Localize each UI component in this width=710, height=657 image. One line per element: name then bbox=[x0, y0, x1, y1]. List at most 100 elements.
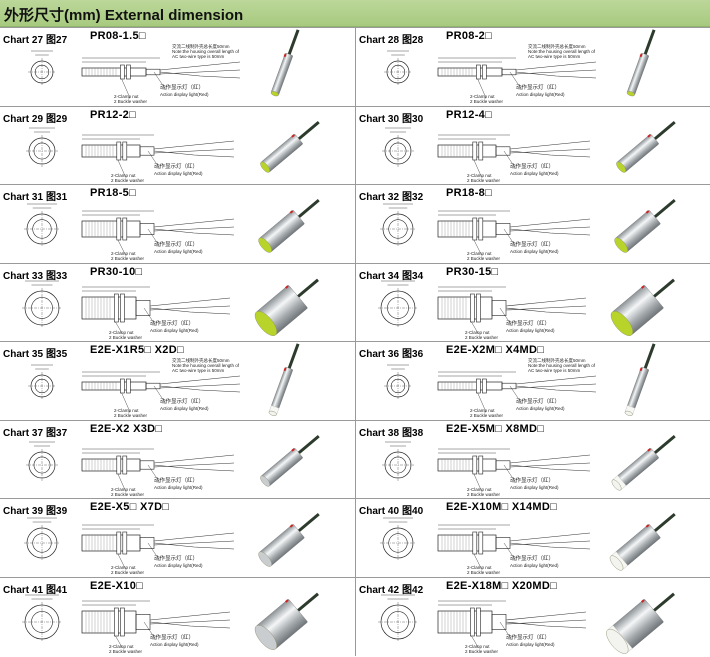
action-light-note-en: Action display light(Red) bbox=[150, 327, 199, 333]
side-view bbox=[81, 134, 235, 177]
model-name: PR12-4□ bbox=[446, 108, 493, 121]
dimension-drawing bbox=[24, 512, 320, 570]
clamp-nut-note: 2-Clamp nut bbox=[111, 172, 136, 178]
model-name: E2E-X2 X3D□ bbox=[90, 422, 163, 435]
sensor-photo bbox=[254, 592, 319, 650]
side-view bbox=[437, 57, 597, 99]
dimension-drawing bbox=[384, 29, 656, 99]
chart-number: Chart 33 bbox=[3, 270, 44, 282]
clamp-nut-note: 2-Clamp nut bbox=[467, 251, 492, 256]
ac-note: 交流二线制外壳总长度50mm Note:the housing overall … bbox=[528, 44, 596, 59]
model-name: E2E-X10M□ X14MD□ bbox=[446, 501, 558, 513]
page-title: 外形尺寸(mm) External dimension bbox=[4, 7, 244, 24]
chart-number: Chart 27 bbox=[3, 35, 44, 46]
front-view bbox=[384, 364, 412, 400]
action-light-note-en: Action display light(Red) bbox=[510, 563, 559, 568]
clamp-nut-note: 2-Clamp nut bbox=[111, 486, 136, 492]
front-view bbox=[26, 441, 58, 481]
model-name: PR30-10□ bbox=[90, 265, 143, 278]
action-light-note-en: Action display light(Red) bbox=[516, 406, 565, 411]
dimension-drawing bbox=[26, 120, 320, 177]
chart-number-cn: 图35 bbox=[46, 349, 68, 360]
chart-number-cn: 图30 bbox=[402, 113, 424, 125]
side-view bbox=[81, 524, 235, 570]
sensor-photo bbox=[258, 512, 320, 567]
buckle-washer-note: 2 Buckle washer bbox=[465, 334, 499, 340]
action-light-note-cn: 动作显示灯（红） bbox=[154, 477, 199, 484]
model-name: PR18-5□ bbox=[90, 187, 137, 199]
action-light-note-en: Action display light(Red) bbox=[506, 641, 555, 647]
side-view bbox=[437, 134, 591, 177]
chart-number-cn: 图34 bbox=[402, 270, 424, 282]
dimension-drawing bbox=[28, 343, 300, 416]
side-view bbox=[437, 600, 587, 648]
dimension-drawing bbox=[382, 120, 676, 177]
sensor-photo bbox=[270, 29, 300, 97]
chart-number: Chart 30 bbox=[359, 113, 400, 125]
model-name: E2E-X2M□ X4MD□ bbox=[446, 344, 545, 356]
buckle-washer-note: 2 Buckle washer bbox=[465, 648, 499, 654]
dimension-drawing bbox=[382, 434, 676, 491]
sensor-photo bbox=[609, 512, 676, 571]
dimension-drawing bbox=[24, 198, 320, 256]
front-view bbox=[28, 364, 56, 400]
sensor-photo bbox=[260, 120, 320, 173]
model-name: PR18-8□ bbox=[446, 187, 493, 199]
dimension-drawing bbox=[28, 29, 300, 99]
model-name: PR08-1.5□ bbox=[90, 30, 146, 42]
front-view bbox=[22, 594, 62, 642]
buckle-washer-note: 2 Buckle washer bbox=[109, 334, 143, 340]
sensor-photo bbox=[616, 120, 676, 173]
clamp-nut-note: 2-Clamp nut bbox=[465, 643, 490, 649]
buckle-washer-note: 2 Buckle washer bbox=[470, 99, 504, 104]
front-view bbox=[380, 517, 416, 561]
action-light-note-cn: 动作显示灯（红） bbox=[154, 242, 199, 248]
front-view bbox=[382, 127, 414, 167]
sensor-photo bbox=[258, 198, 320, 253]
action-light-note-cn: 动作显示灯（红） bbox=[516, 85, 561, 91]
action-light-note-en: Action display light(Red) bbox=[160, 406, 209, 411]
side-view bbox=[437, 286, 587, 334]
buckle-washer-note: 2 Buckle washer bbox=[467, 491, 501, 497]
dimension-drawing bbox=[380, 198, 676, 256]
sensor-photo bbox=[254, 278, 319, 336]
chart-number-cn: 图29 bbox=[46, 113, 68, 125]
sensor-photo bbox=[268, 343, 300, 416]
dimension-drawing bbox=[384, 343, 656, 416]
clamp-nut-note: 2-Clamp nut bbox=[470, 408, 495, 413]
side-view bbox=[437, 448, 591, 491]
clamp-nut-note: 2-Clamp nut bbox=[467, 486, 492, 492]
ac-note: 交流二线制外壳总长度50mm Note:the housing overall … bbox=[528, 358, 596, 373]
action-light-note-cn: 动作显示灯（红） bbox=[506, 320, 551, 327]
front-view bbox=[24, 203, 60, 247]
buckle-washer-note: 2 Buckle washer bbox=[114, 99, 148, 104]
action-light-note-cn: 动作显示灯（红） bbox=[154, 163, 199, 170]
chart-number-cn: 图37 bbox=[46, 427, 68, 439]
action-light-note-cn: 动作显示灯（红） bbox=[510, 163, 555, 170]
chart-number-cn: 图41 bbox=[46, 584, 68, 596]
side-view bbox=[437, 210, 591, 256]
clamp-nut-note: 2-Clamp nut bbox=[109, 643, 134, 649]
sensor-photo bbox=[626, 29, 656, 97]
